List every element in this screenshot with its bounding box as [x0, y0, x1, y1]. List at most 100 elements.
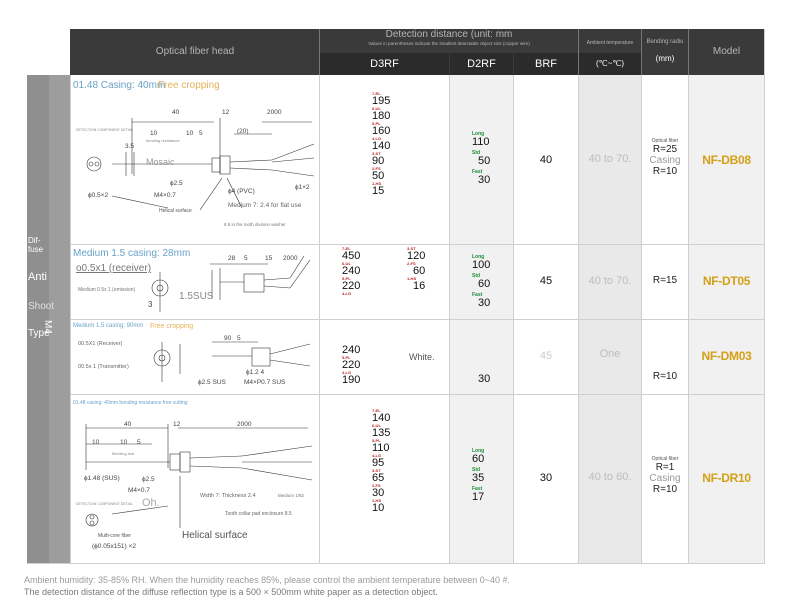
header-sep: [688, 29, 689, 75]
row1-phi1x2: ϕ1×2: [295, 184, 310, 191]
header-d2rf-cell: [450, 53, 513, 75]
d3rf-value: 195: [372, 95, 391, 107]
row3-brf: 45: [539, 350, 553, 362]
row3-drawing: [153, 341, 311, 382]
row3-transmitter: 00.5x 1 (Transmitter): [78, 364, 129, 370]
d3rf-tag: 5-PL: [372, 121, 381, 126]
grid-line: [764, 29, 765, 564]
d3rf-value: 16: [413, 280, 426, 292]
d3rf-tag: 6-UL: [372, 423, 381, 428]
row2-dim-28: 28: [228, 255, 236, 262]
row1-dim-2000: 2000: [267, 109, 282, 116]
row1-dim-12: 12: [222, 109, 230, 116]
header-bending-unit: (mm): [655, 54, 675, 63]
row2-dim-5: 5: [244, 255, 248, 262]
row1-helical: Helical surface: [159, 208, 192, 214]
row4-bending: Bending resi: [112, 451, 135, 456]
row1-d2rf-list: Long 110 Std 50 Fast 30: [472, 131, 508, 186]
d3rf-value: 140: [372, 140, 391, 152]
side-shoot: Shoot: [28, 301, 55, 312]
row4-dim-10a: 10: [92, 439, 100, 446]
row4-phi25: ϕ2.5: [142, 476, 155, 483]
d3rf-tag: 5-PL: [372, 438, 381, 443]
row3-temp: One: [599, 348, 621, 360]
d3rf-tag: 7-EL: [372, 91, 381, 96]
d3rf-value: 65: [372, 472, 385, 484]
row4-medium: Width 7: Thickness 2.4: [200, 493, 256, 499]
d3rf-tag: 4-LG: [342, 291, 352, 296]
row4-d3rf-list: 7-EL 140 6-UL 135 5-PL 110 4-LG 95 3-ST …: [372, 409, 412, 514]
row4-dim-10b: 10: [120, 439, 128, 446]
d3rf-tag: 4-LG: [372, 453, 382, 458]
d3rf-tag: 1-HS: [372, 181, 382, 186]
row2-d3rf-right: 3-ST 120 2-FS 60 1-HS 16: [407, 247, 447, 292]
row1-title-extra: Free cropping: [158, 80, 220, 91]
d3rf-value: 110: [372, 442, 390, 454]
row2-d3rf-left: 7-EL 450 6-UL 240 5-PL 220 4-LG: [342, 247, 382, 296]
row2-sus: 1.5SUS: [179, 291, 214, 302]
row2-d2rf-list: Long 100 Std 60 Fast 30: [472, 254, 508, 309]
d2rf-tag: Std: [472, 150, 481, 156]
d3rf-value: 30: [372, 487, 385, 499]
row1-dim-40: 40: [172, 109, 180, 116]
d2rf-tag: Long: [472, 131, 485, 137]
header-detection-distance: Detection distance (unit: mm: [385, 29, 513, 40]
row4-brf: 30: [539, 472, 553, 484]
row1-brf: 40: [539, 154, 553, 166]
d3rf-tag: 2-FS: [372, 483, 381, 488]
grid-line: [70, 244, 764, 245]
row3-title-extra: Free cropping: [150, 323, 194, 330]
row4-multicore: Multi-core fiber: [98, 533, 132, 539]
row3-dim-5: 5: [237, 335, 241, 342]
header-sep: [319, 29, 320, 75]
header-ambient-temperature: Ambient temperature: [586, 40, 634, 46]
bend-label: Casing: [649, 155, 681, 166]
row4-title: 01.48 casing: 40mm bending resistance fr…: [73, 400, 188, 406]
row2-dim-2000: 2000: [283, 255, 298, 262]
d2rf-value: 60: [472, 453, 485, 465]
d3rf-tag: 6-UL: [372, 106, 381, 111]
d3rf-value: 240: [342, 344, 361, 356]
row1-drawing: [86, 118, 315, 211]
row3-dim-90: 90: [224, 335, 232, 342]
d2rf-tag: Std: [472, 273, 481, 279]
row1-phi05x2: ϕ0.5×2: [88, 192, 109, 199]
row1-temp: 40 to 70.: [588, 153, 632, 165]
grid-line: [70, 394, 764, 395]
d2rf-tag: Fast: [472, 292, 483, 298]
d3rf-tag: 7-EL: [372, 408, 381, 413]
d3rf-value: 160: [372, 125, 391, 137]
side-diffuse: Dif- fuse: [28, 236, 44, 254]
bend-label: Casing: [649, 473, 681, 484]
row4-drawing: [85, 424, 313, 528]
side-type: Type: [28, 328, 50, 339]
d3rf-value: 180: [372, 110, 391, 122]
row4-dim-2000: 2000: [237, 421, 252, 428]
d2rf-value: 30: [478, 297, 491, 309]
d3rf-tag: 5-PL: [342, 276, 351, 281]
row4-bend: Optical fiber R=1 Casing R=10: [642, 456, 688, 495]
row4-dim-12: 12: [173, 421, 181, 428]
row4-dim-5: 5: [137, 439, 141, 446]
row1-bending-note: bending resistance: [146, 138, 180, 143]
header-optical-fiber-head: Optical fiber head: [155, 46, 235, 57]
row2-receiver: o0.5x1 (receiver): [76, 263, 152, 274]
bend-value: R=25: [652, 144, 678, 155]
row1-title: 01.48 Casing: 40mm: [73, 80, 166, 91]
d2rf-value: 30: [478, 174, 491, 186]
d2rf-value: 17: [472, 491, 485, 503]
header-brf-cell: [514, 53, 578, 75]
d3rf-tag: 4-LG: [372, 136, 382, 141]
footer-line2: The detection distance of the diffuse re…: [24, 587, 438, 597]
d3rf-value: 10: [372, 502, 385, 514]
d3rf-value: 120: [407, 250, 426, 262]
row1-medium: Medium 7: 2.4 for flat use: [228, 202, 302, 209]
d2rf-tag: Long: [472, 254, 485, 260]
row2-dim-15: 15: [265, 255, 273, 262]
row1-phi25: ϕ2.5: [170, 180, 183, 187]
grid-line: [70, 319, 764, 320]
d2rf-value: 35: [472, 472, 485, 484]
row4-m4x07: M4×0.7: [128, 487, 150, 494]
row1-dim-5: 5: [199, 130, 203, 137]
d3rf-value: 95: [372, 457, 385, 469]
